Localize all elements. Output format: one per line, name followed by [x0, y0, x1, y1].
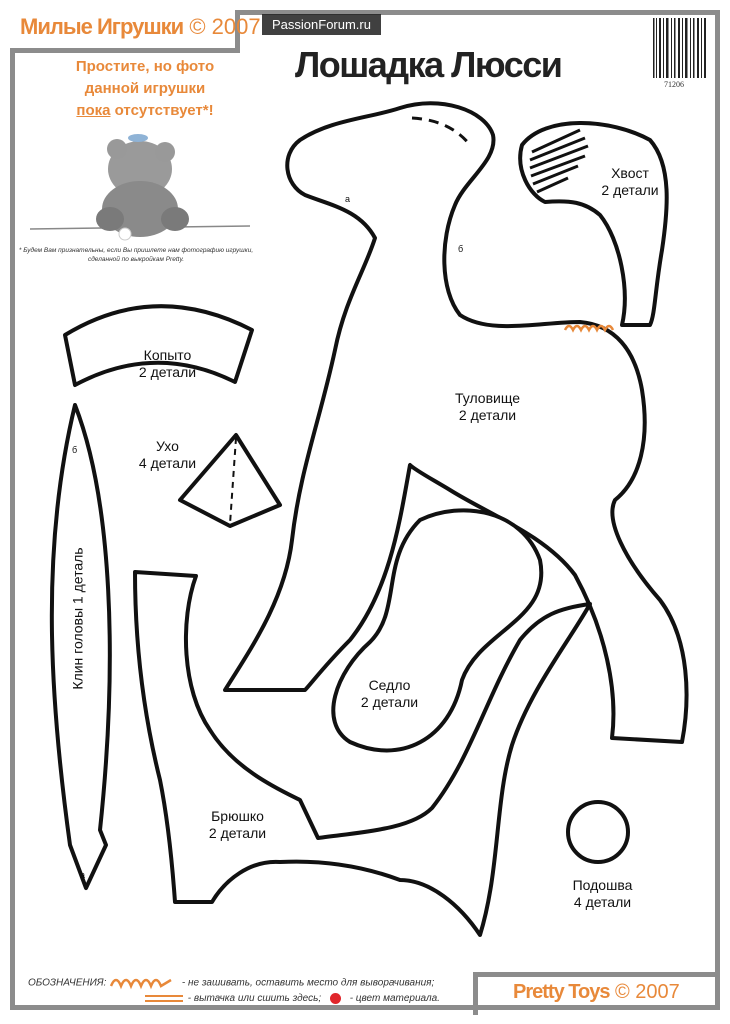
piece-name: Седло: [368, 677, 411, 693]
notice-line: Простите, но фото: [75, 58, 215, 75]
piece-name: Ухо: [156, 438, 179, 454]
piece-name: Копыто: [143, 347, 192, 363]
hoof-piece: [63, 304, 254, 387]
mark-a-body: а: [345, 194, 351, 204]
barcode: [653, 18, 706, 78]
body-piece: [223, 101, 689, 744]
tail-piece: [518, 121, 669, 327]
page-frame: [10, 10, 720, 1010]
ear-piece: [178, 433, 282, 528]
legend-heading: ОБОЗНАЧЕНИЯ:: [28, 977, 107, 989]
piece-count: 2 детали: [138, 364, 197, 380]
footer-copyright: © 2007: [615, 981, 680, 1003]
mark-b-gusset: б: [72, 445, 78, 455]
piece-name: Хвост: [611, 165, 649, 181]
notice-line: отсутствует*!: [110, 102, 214, 119]
ear-dart-line: [229, 437, 237, 525]
notice-underlined: пока: [76, 102, 111, 119]
belly-piece: [133, 570, 592, 937]
piece-count: 2 детали: [458, 407, 517, 423]
piece-count: 4 детали: [138, 455, 197, 471]
tail-stripes: [529, 128, 589, 194]
piece-count: 2 детали: [208, 825, 267, 841]
teddy-bear-image: [30, 134, 250, 241]
footnote-line: * Будем Вам признательны, если Вы пришле…: [18, 247, 254, 254]
brand-logo: Милые Игрушки © 2007: [20, 14, 261, 40]
dart-symbol-icon: [145, 994, 183, 1002]
brand-copyright: © 2007: [189, 14, 261, 39]
piece-name: Подошва: [572, 877, 633, 893]
piece-name: Брюшко: [211, 808, 264, 824]
photo-footnote: * Будем Вам признательны, если Вы пришле…: [16, 246, 256, 264]
legend-dart: - вытачка или сшить здесь;: [187, 993, 322, 1005]
opening-symbol-icon: [109, 978, 172, 990]
watermark: PassionForum.ru: [262, 14, 381, 35]
legend-color: - цвет материала.: [349, 993, 440, 1005]
piece-count: 4 детали: [573, 894, 632, 910]
piece-count: 2 детали: [360, 694, 419, 710]
head-dart-line: [411, 116, 472, 146]
footer-box: [473, 972, 720, 1015]
footer-brand-name: Pretty Toys: [513, 981, 610, 1003]
page-title: Лошадка Люсси: [295, 44, 563, 85]
opening-mark: [563, 324, 615, 333]
notice-line: данной игрушки: [84, 80, 206, 97]
piece-name: Туловище: [455, 390, 520, 406]
barcode-number: 71206: [664, 80, 684, 89]
mark-b-body: б: [458, 244, 464, 254]
photo-notice: Простите, но фото данной игрушки пока от…: [50, 56, 240, 122]
brand-name: Милые Игрушки: [20, 14, 184, 39]
sole-piece: [566, 800, 630, 864]
head-gusset-piece: [49, 403, 112, 890]
material-color-icon: [329, 993, 341, 1004]
legend-opening: - не зашивать, оставить место для вывора…: [181, 977, 435, 989]
footnote-line: сделанной по выкройкам Pretty.: [87, 256, 185, 263]
brand-box: [10, 10, 240, 53]
head-gusset-label: Клин головы 1 деталь: [69, 547, 86, 690]
mark-a-gusset: а: [80, 870, 86, 880]
piece-count: 2 детали: [601, 182, 659, 198]
footer-brand: Pretty Toys © 2007: [513, 981, 680, 1004]
saddle-piece: [331, 508, 544, 753]
